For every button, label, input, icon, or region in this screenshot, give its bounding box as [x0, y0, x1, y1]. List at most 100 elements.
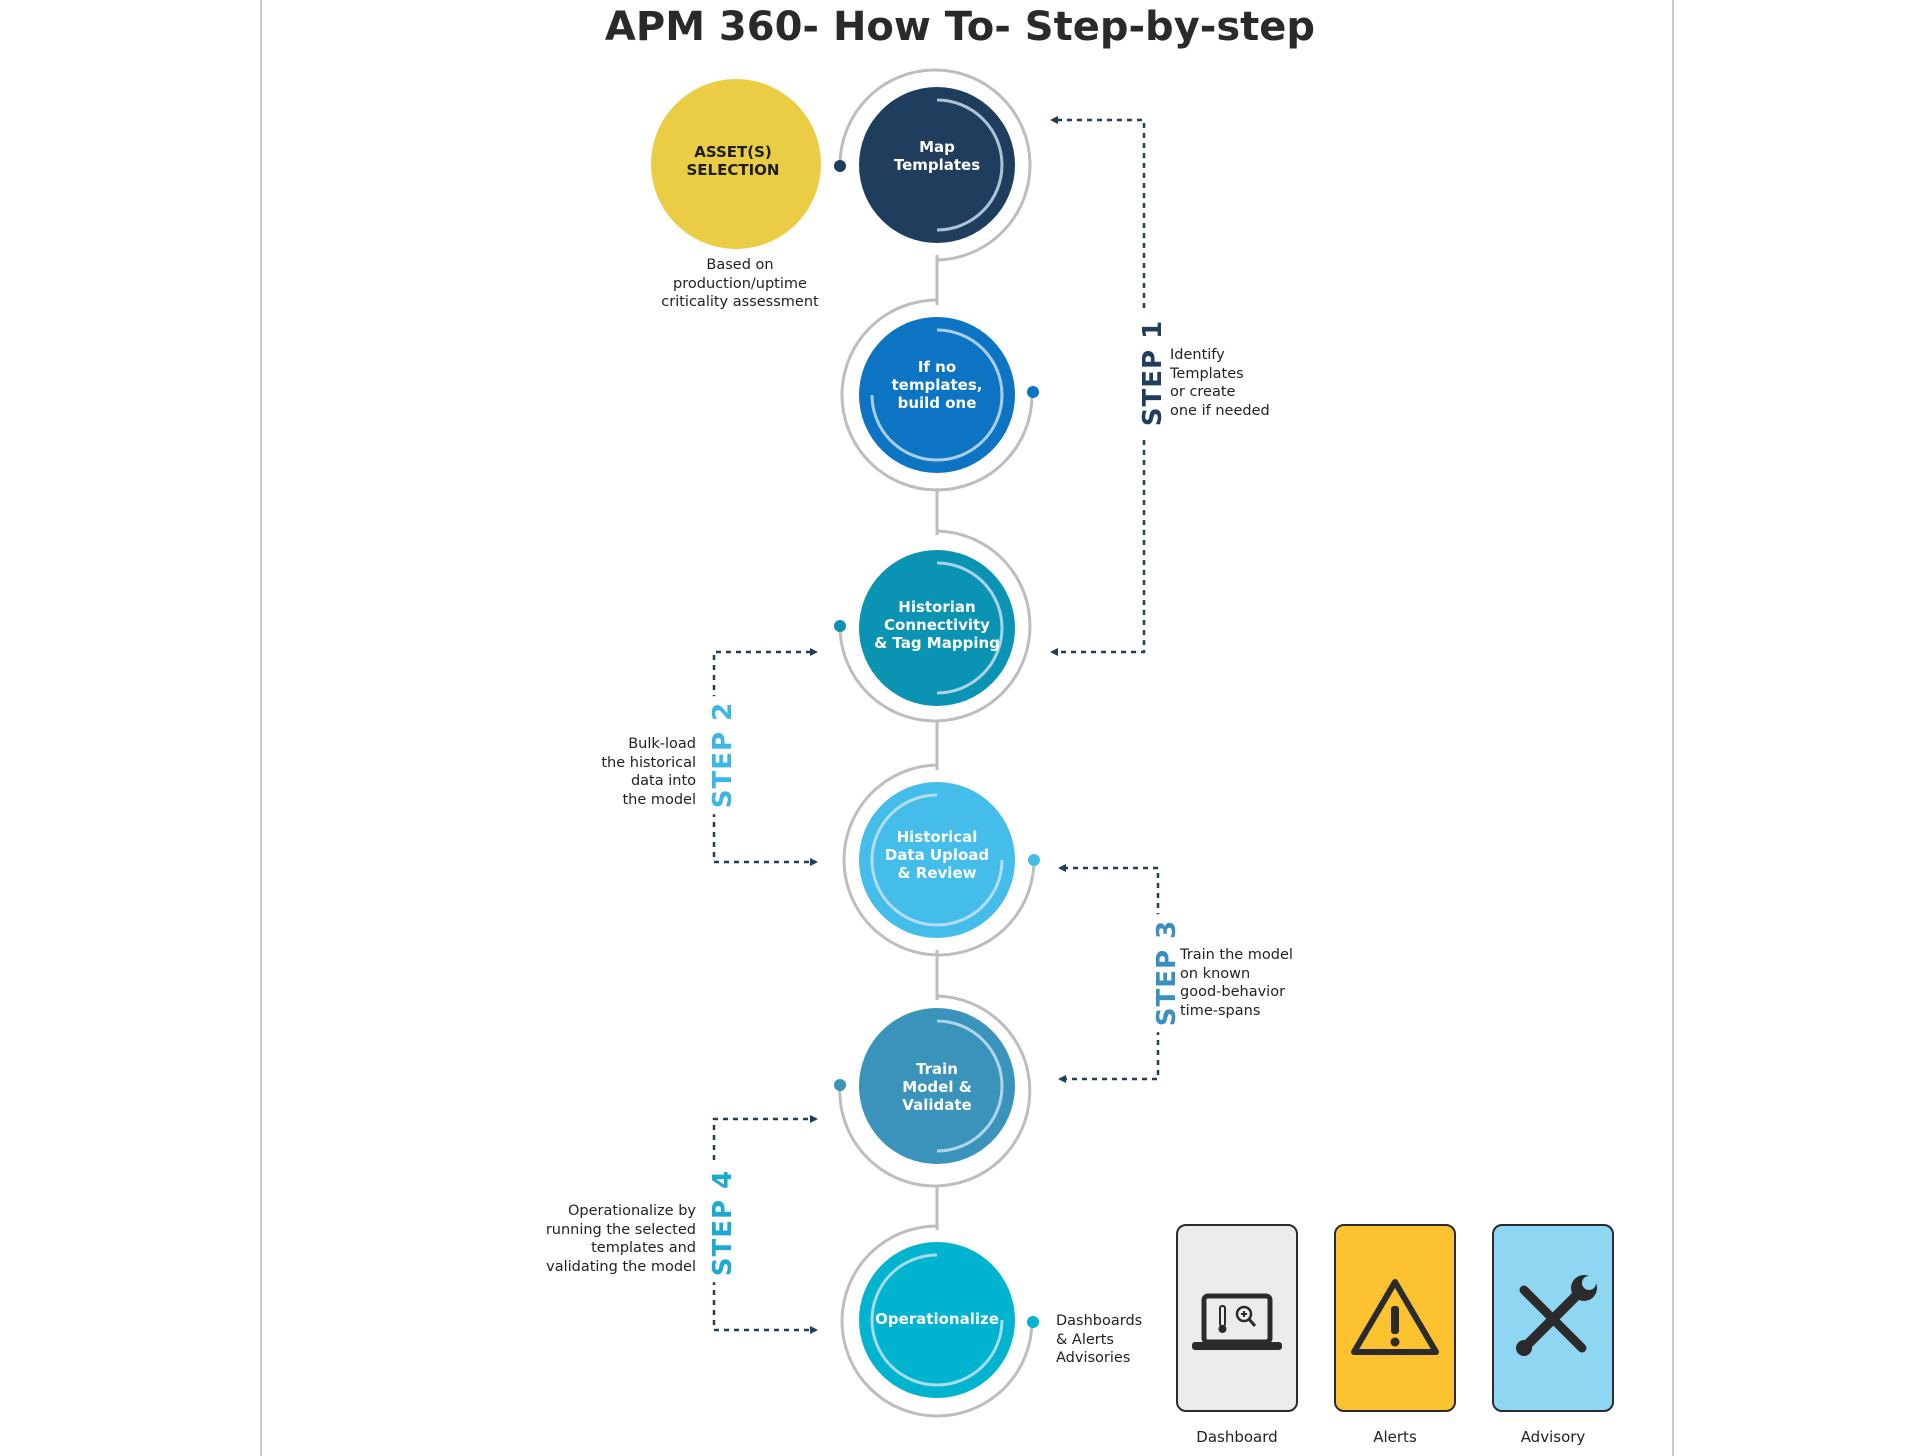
note-line: Train the model	[1180, 947, 1293, 963]
step4-note: Operationalize by running the selected t…	[496, 1202, 696, 1276]
step3-arrow-top	[1058, 864, 1160, 918]
map-templates-label: Map Templates	[862, 138, 1012, 174]
note-line: on known	[1180, 965, 1251, 982]
dot-5	[834, 1079, 846, 1091]
dot-4	[1028, 854, 1040, 866]
outer-ring-3	[838, 529, 1032, 723]
warning-triangle-icon	[1351, 1279, 1439, 1355]
step2-note: Bulk-load the historical data into the m…	[520, 735, 696, 809]
note-line: running the selected	[545, 1221, 696, 1238]
step1-note: Identify Templates or create one if need…	[1170, 346, 1270, 420]
outer-ring-4	[842, 763, 1036, 957]
step2-label: STEP 2	[708, 695, 739, 815]
label-line: & Tag Mapping	[874, 634, 1000, 652]
step3-arrow-bottom	[1058, 1030, 1160, 1083]
step3-label: STEP 3	[1152, 913, 1183, 1033]
advisory-card-label: Advisory	[1520, 1428, 1586, 1446]
label-line: Model &	[902, 1078, 972, 1096]
note-line: Templates	[1170, 365, 1244, 382]
step2-arrow-bottom	[712, 812, 818, 866]
alerts-card	[1334, 1224, 1456, 1412]
page-title: APM 360- How To- Step-by-step	[604, 4, 1316, 50]
dot-3	[834, 620, 846, 632]
operationalize-label: Operationalize	[862, 1310, 1012, 1328]
inner-arcs	[870, 98, 1004, 1387]
left-border-line	[260, 0, 262, 1456]
dot-6	[1027, 1316, 1039, 1328]
note-line: Operationalize by	[567, 1203, 696, 1219]
label-line: & Review	[897, 864, 977, 882]
note-line: the model	[622, 791, 696, 808]
step1-arrow-bottom	[1050, 440, 1146, 656]
asset-label-line1: ASSET(S)	[694, 143, 772, 161]
historian-label: Historian Connectivity & Tag Mapping	[862, 598, 1012, 652]
alerts-card-label: Alerts	[1373, 1428, 1417, 1446]
outer-ring-2	[840, 298, 1034, 492]
step4-arrow-bottom	[712, 1270, 818, 1334]
note-line: or create	[1170, 384, 1236, 400]
inner-arc-1	[936, 98, 1004, 232]
step4-arrow-top	[712, 1115, 818, 1170]
step2-arrow-top	[712, 648, 818, 700]
label-line: Historical	[896, 828, 978, 846]
circle-historical-upload	[859, 782, 1015, 938]
step3-note: Train the model on known good-behavior t…	[1180, 946, 1293, 1020]
asset-selection-label: ASSET(S) SELECTION	[658, 143, 808, 179]
label-line: Operationalize	[875, 1310, 999, 1328]
dot-1	[834, 160, 846, 172]
inner-arc-4	[870, 793, 1004, 927]
wrench-screwdriver-icon	[1516, 1275, 1597, 1356]
label-line: Map	[919, 138, 955, 156]
note-line: the historical	[601, 754, 696, 771]
note-line: validating the model	[546, 1258, 696, 1275]
outer-ring-6	[840, 1224, 1034, 1418]
note-line: time-spans	[1180, 1002, 1261, 1019]
inner-arc-5	[936, 1019, 1004, 1153]
asset-selection-note: Based on production/uptime criticality a…	[640, 256, 840, 312]
dot-2	[1027, 386, 1039, 398]
asset-note-line: production/uptime	[673, 275, 807, 292]
note-line: one if needed	[1170, 402, 1270, 419]
outer-ring-5	[838, 994, 1032, 1188]
step1-arrow-top	[1050, 116, 1146, 308]
ring-dots	[834, 160, 1040, 1328]
circle-train-model	[859, 1008, 1015, 1164]
inner-arc-2	[870, 328, 1004, 462]
inner-arc-6	[870, 1253, 1004, 1387]
asset-note-line: criticality assessment	[661, 294, 819, 310]
label-line: Train	[916, 1060, 958, 1078]
dashboard-card-label: Dashboard	[1196, 1428, 1278, 1446]
note-line: Advisories	[1056, 1350, 1131, 1366]
circle-operationalize	[859, 1242, 1015, 1398]
train-model-label: Train Model & Validate	[862, 1060, 1012, 1114]
step4-label: STEP 4	[708, 1163, 739, 1283]
circle-map-templates	[859, 87, 1015, 243]
circle-historian	[859, 550, 1015, 706]
inner-arc-3	[936, 561, 1004, 695]
build-template-label: If no templates, build one	[862, 358, 1012, 412]
label-line: templates,	[891, 376, 983, 394]
historical-upload-label: Historical Data Upload & Review	[862, 828, 1012, 882]
asset-selection-circle	[651, 79, 821, 249]
outer-rings	[838, 68, 1036, 1418]
note-line: Dashboards	[1056, 1313, 1143, 1329]
note-line: data into	[630, 773, 696, 789]
step1-label: STEP 1	[1138, 313, 1169, 433]
note-line: Identify	[1170, 347, 1225, 363]
note-line: good-behavior	[1180, 984, 1286, 1000]
circle-build-template	[859, 317, 1015, 473]
laptop-thermometer-icon	[1192, 1293, 1282, 1350]
note-line: & Alerts	[1056, 1331, 1114, 1348]
asset-label-line2: SELECTION	[686, 161, 780, 179]
advisory-card	[1492, 1224, 1614, 1412]
dashboard-card	[1176, 1224, 1298, 1412]
outer-ring-1	[838, 68, 1032, 262]
note-line: templates and	[591, 1240, 696, 1256]
label-line: Templates	[893, 156, 981, 174]
note-line: Bulk-load	[628, 736, 696, 752]
label-line: build one	[897, 394, 977, 412]
label-line: Data Upload	[884, 846, 990, 864]
label-line: Historian	[898, 598, 976, 616]
step-arrows	[712, 116, 1160, 1334]
